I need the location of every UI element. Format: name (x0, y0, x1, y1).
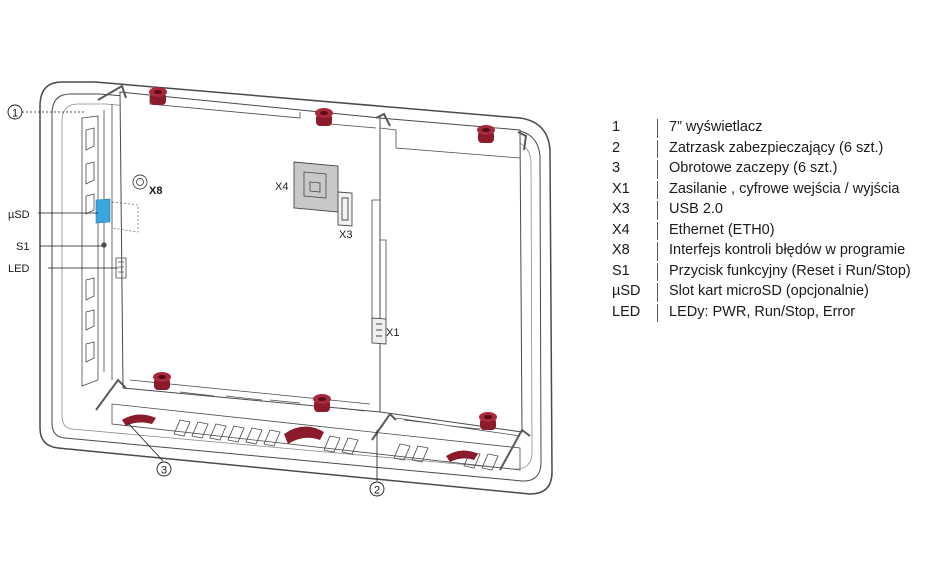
security-clips (122, 414, 478, 462)
s1-label: S1 (16, 241, 29, 253)
corner-brackets (95, 84, 531, 471)
legend-divider (657, 262, 658, 281)
legend-description: Ethernet (ETH0) (669, 221, 775, 238)
legend-key: S1 (612, 262, 630, 279)
legend-key: µSD (612, 283, 641, 299)
usd-label: µSD (8, 209, 30, 221)
legend-description: Przycisk funkcyjny (Reset i Run/Stop) (669, 262, 911, 279)
legend-row: µSD Slot kart microSD (opcjonalnie) (612, 281, 911, 302)
legend-divider (657, 139, 658, 158)
legend-key: X1 (612, 180, 630, 197)
callout-3-label: 3 (161, 465, 167, 477)
callout-2-label: 2 (374, 485, 380, 497)
legend-divider (657, 160, 658, 179)
legend-row: X8 Interfejs kontroli błędów w programie (612, 240, 911, 261)
callout-circle-2: 2 (369, 481, 385, 497)
legend-key: X4 (612, 221, 630, 238)
legend-key: 3 (612, 160, 621, 176)
legend-description: Interfejs kontroli błędów w programie (669, 242, 906, 258)
legend-divider (657, 242, 658, 261)
x1-connector (371, 317, 387, 345)
s1-button (101, 242, 107, 248)
legend-row: 3 Obrotowe zaczepy (6 szt.) (612, 158, 911, 179)
display-housing (39, 81, 553, 495)
legend-row: X4 Ethernet (ETH0) (612, 220, 911, 240)
left-slot-strip (81, 115, 99, 387)
bottom-teeth (111, 391, 521, 471)
legend-divider (657, 119, 658, 138)
legend-divider (657, 201, 658, 220)
callout-circle-3: 3 (156, 461, 172, 477)
legend-description: USB 2.0 (669, 201, 723, 217)
x4-label: X4 (275, 181, 288, 193)
legend-description: Zatrzask zabezpieczający (6 szt.) (669, 139, 884, 156)
x8-label: X8 (149, 185, 162, 197)
legend-row: S1 Przycisk funkcyjny (Reset i Run/Stop) (612, 261, 911, 281)
x1-label: X1 (386, 327, 399, 339)
legend-divider (657, 180, 658, 199)
legend-divider (657, 283, 658, 302)
x8-connector (132, 174, 148, 190)
board-main (119, 91, 523, 433)
microsd-slot (95, 198, 139, 233)
legend-key: LED (612, 303, 641, 320)
legend-key: X3 (612, 201, 630, 217)
x4-ethernet-port (293, 161, 339, 213)
legend-description: Zasilanie , cyfrowe wejścia / wyjścia (669, 180, 900, 197)
x3-usb-port (337, 191, 353, 227)
legend-key: X8 (612, 242, 630, 258)
legend-divider (657, 221, 658, 240)
legend-row: X1 Zasilanie , cyfrowe wejścia / wyjścia (612, 179, 911, 199)
callout-circle-1: 1 (7, 104, 23, 120)
legend-key: 2 (612, 139, 621, 156)
legend-row: 1 7” wyświetlacz (612, 117, 911, 138)
legend-divider (657, 303, 658, 322)
legend-description: Slot kart microSD (opcjonalnie) (669, 283, 869, 299)
led-label: LED (8, 263, 29, 275)
legend-row: X3 USB 2.0 (612, 199, 911, 220)
legend-description: Obrotowe zaczepy (6 szt.) (669, 160, 838, 176)
led-indicator (115, 257, 127, 279)
legend-description: LEDy: PWR, Run/Stop, Error (669, 303, 856, 320)
legend-row: LED LEDy: PWR, Run/Stop, Error (612, 302, 911, 322)
legend-row: 2 Zatrzask zabezpieczający (6 szt.) (612, 138, 911, 158)
leader-lines (22, 111, 378, 481)
legend-key: 1 (612, 119, 621, 135)
legend: 1 7” wyświetlacz 2 Zatrzask zabezpieczający… (612, 117, 911, 322)
callout-1-label: 1 (12, 108, 18, 120)
legend-description: 7” wyświetlacz (669, 119, 763, 135)
x3-label: X3 (339, 229, 352, 241)
